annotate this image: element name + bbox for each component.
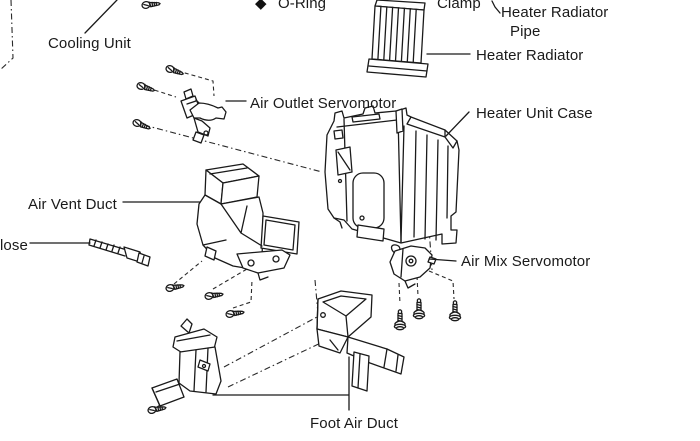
air-vent-duct-drawing: [197, 164, 299, 280]
label-air-outlet-servomotor: Air Outlet Servomotor: [250, 95, 397, 112]
label-heater-radiator-pipe-line2: Pipe: [510, 23, 541, 40]
label-heater-radiator-pipe: Heater Radiator Pipe: [501, 3, 608, 41]
label-foot-air-duct: Foot Air Duct: [310, 415, 398, 432]
screw-icon: [224, 306, 246, 319]
assembly-dash-lines: [0, 0, 454, 407]
screw-icon: [164, 279, 185, 294]
foot-air-duct-right-drawing: [317, 291, 404, 391]
label-hose-partial: lose: [0, 237, 28, 254]
diamond-marker-icon: ◆: [255, 0, 267, 12]
heater-unit-case-drawing: [325, 106, 459, 244]
label-heater-radiator-pipe-line1: Heater Radiator: [501, 4, 609, 21]
screw-icon: [203, 288, 225, 301]
label-o-ring: O-Ring: [278, 0, 327, 12]
screw-icon: [131, 118, 153, 131]
label-heater-unit-case: Heater Unit Case: [476, 105, 593, 122]
screw-icon: [135, 81, 157, 93]
screw-icon: [140, 0, 162, 10]
bolt-icon: [393, 309, 407, 331]
leader-lines: [30, 0, 500, 410]
label-heater-radiator: Heater Radiator: [476, 47, 584, 64]
foot-air-duct-left-drawing: [152, 319, 221, 406]
label-clamp: Clamp: [437, 0, 481, 12]
label-air-mix-servomotor: Air Mix Servomotor: [461, 253, 591, 270]
air-outlet-servomotor-drawing: [181, 89, 226, 143]
air-mix-servomotor-drawing: [390, 245, 436, 288]
screw-icon: [164, 64, 186, 76]
heater-radiator-drawing: [367, 0, 428, 77]
bolt-icon: [448, 300, 462, 322]
label-cooling-unit: Cooling Unit: [48, 35, 131, 52]
hose-drawing: [89, 239, 150, 266]
label-air-vent-duct: Air Vent Duct: [28, 196, 117, 213]
bolt-icon: [412, 298, 426, 320]
